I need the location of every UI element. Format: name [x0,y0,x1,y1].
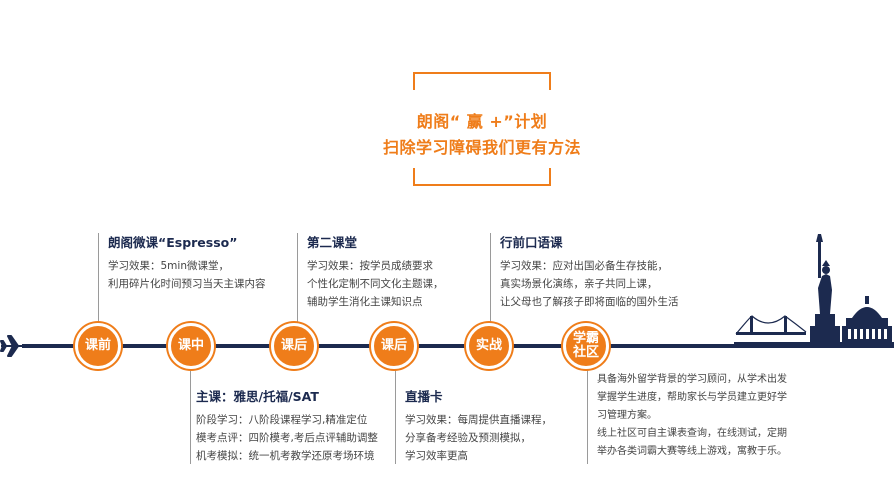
block-second-heading: 第二课堂 [307,235,358,250]
block-live-line: 学习效率更高 [405,450,468,462]
block-oral: 行前口语课 学习效果：应对出国必备生存技能， 真实场景化演练，亲子共同上课， 让… [500,235,679,311]
airplane-icon [0,335,25,357]
node-before-class[interactable]: 课前 [75,323,121,369]
block-espresso: 朗阁微课“Espresso” 学习效果：5min微课堂， 利用碎片化时间预习当天… [108,235,266,293]
block-second-line: 个性化定制不同文化主题课， [307,278,444,290]
title-frame [413,72,551,186]
block-oral-line: 真实场景化演练，亲子共同上课， [500,278,658,290]
node-after-class-2[interactable]: 课后 [371,323,417,369]
block-live-line: 分享备考经验及预测模拟， [405,432,531,444]
node-practice[interactable]: 实战 [466,323,512,369]
title-line-1: 朗阁“ 赢 +”计划 [416,112,548,131]
block-oral-line: 让父母也了解孩子即将面临的国外生活 [500,296,679,308]
connector-main [190,370,191,464]
block-oral-heading: 行前口语课 [500,235,563,250]
block-community-line: 线上社区可自主课表查询，在线测试，定期 [597,428,787,439]
block-espresso-heading: 朗阁微课“Espresso” [108,235,238,250]
connector-live [395,370,396,464]
block-live-line: 学习效果：每周提供直播课程， [405,414,552,426]
block-oral-line: 学习效果：应对出国必备生存技能， [500,260,668,272]
title-bracket-top [413,72,551,90]
connector-community [587,370,588,464]
block-main-line: 阶段学习：八阶段课程学习,精准定位 [196,414,368,426]
title-bracket-bottom [413,168,551,186]
block-main-line: 模考点评：四阶模考,考后点评辅助调整 [196,432,378,444]
timeline-bar [22,344,894,348]
connector-oral [490,233,491,325]
block-main-line: 机考模拟：统一机考教学还原考场环境 [196,450,375,462]
title-line-2: 扫除学习障碍我们更有方法 [382,138,581,157]
block-community-line: 掌握学生进度，帮助家长与学员建立更好学 [597,392,787,403]
connector-second [297,233,298,325]
block-live-heading: 直播卡 [405,389,443,404]
block-espresso-line: 利用碎片化时间预习当天主课内容 [108,278,266,290]
block-second: 第二课堂 学习效果：按学员成绩要求 个性化定制不同文化主题课， 辅助学生消化主课… [307,235,444,311]
block-community-line: 习管理方案。 [597,410,657,421]
node-in-class[interactable]: 课中 [168,323,214,369]
block-live: 直播卡 学习效果：每周提供直播课程， 分享备考经验及预测模拟， 学习效率更高 [405,389,552,465]
block-main-heading: 主课：雅思/托福/SAT [196,389,319,404]
block-main: 主课：雅思/托福/SAT 阶段学习：八阶段课程学习,精准定位 模考点评：四阶模考… [196,389,378,465]
block-espresso-line: 学习效果：5min微课堂， [108,260,229,272]
connector-espresso [98,233,99,325]
block-second-line: 学习效果：按学员成绩要求 [307,260,433,272]
block-community-line: 举办各类词霸大赛等线上游戏，寓教于乐。 [597,446,787,457]
block-community: 具备海外留学背景的学习顾问，从学术出发 掌握学生进度，帮助家长与学员建立更好学 … [597,371,787,461]
node-community[interactable]: 学霸 社区 [563,323,609,369]
block-second-line: 辅助学生消化主课知识点 [307,296,423,308]
node-community-label: 学霸 社区 [572,331,599,360]
block-community-line: 具备海外留学背景的学习顾问，从学术出发 [597,374,787,385]
statue-of-liberty-skyline-icon [734,234,894,348]
node-after-class-1[interactable]: 课后 [271,323,317,369]
